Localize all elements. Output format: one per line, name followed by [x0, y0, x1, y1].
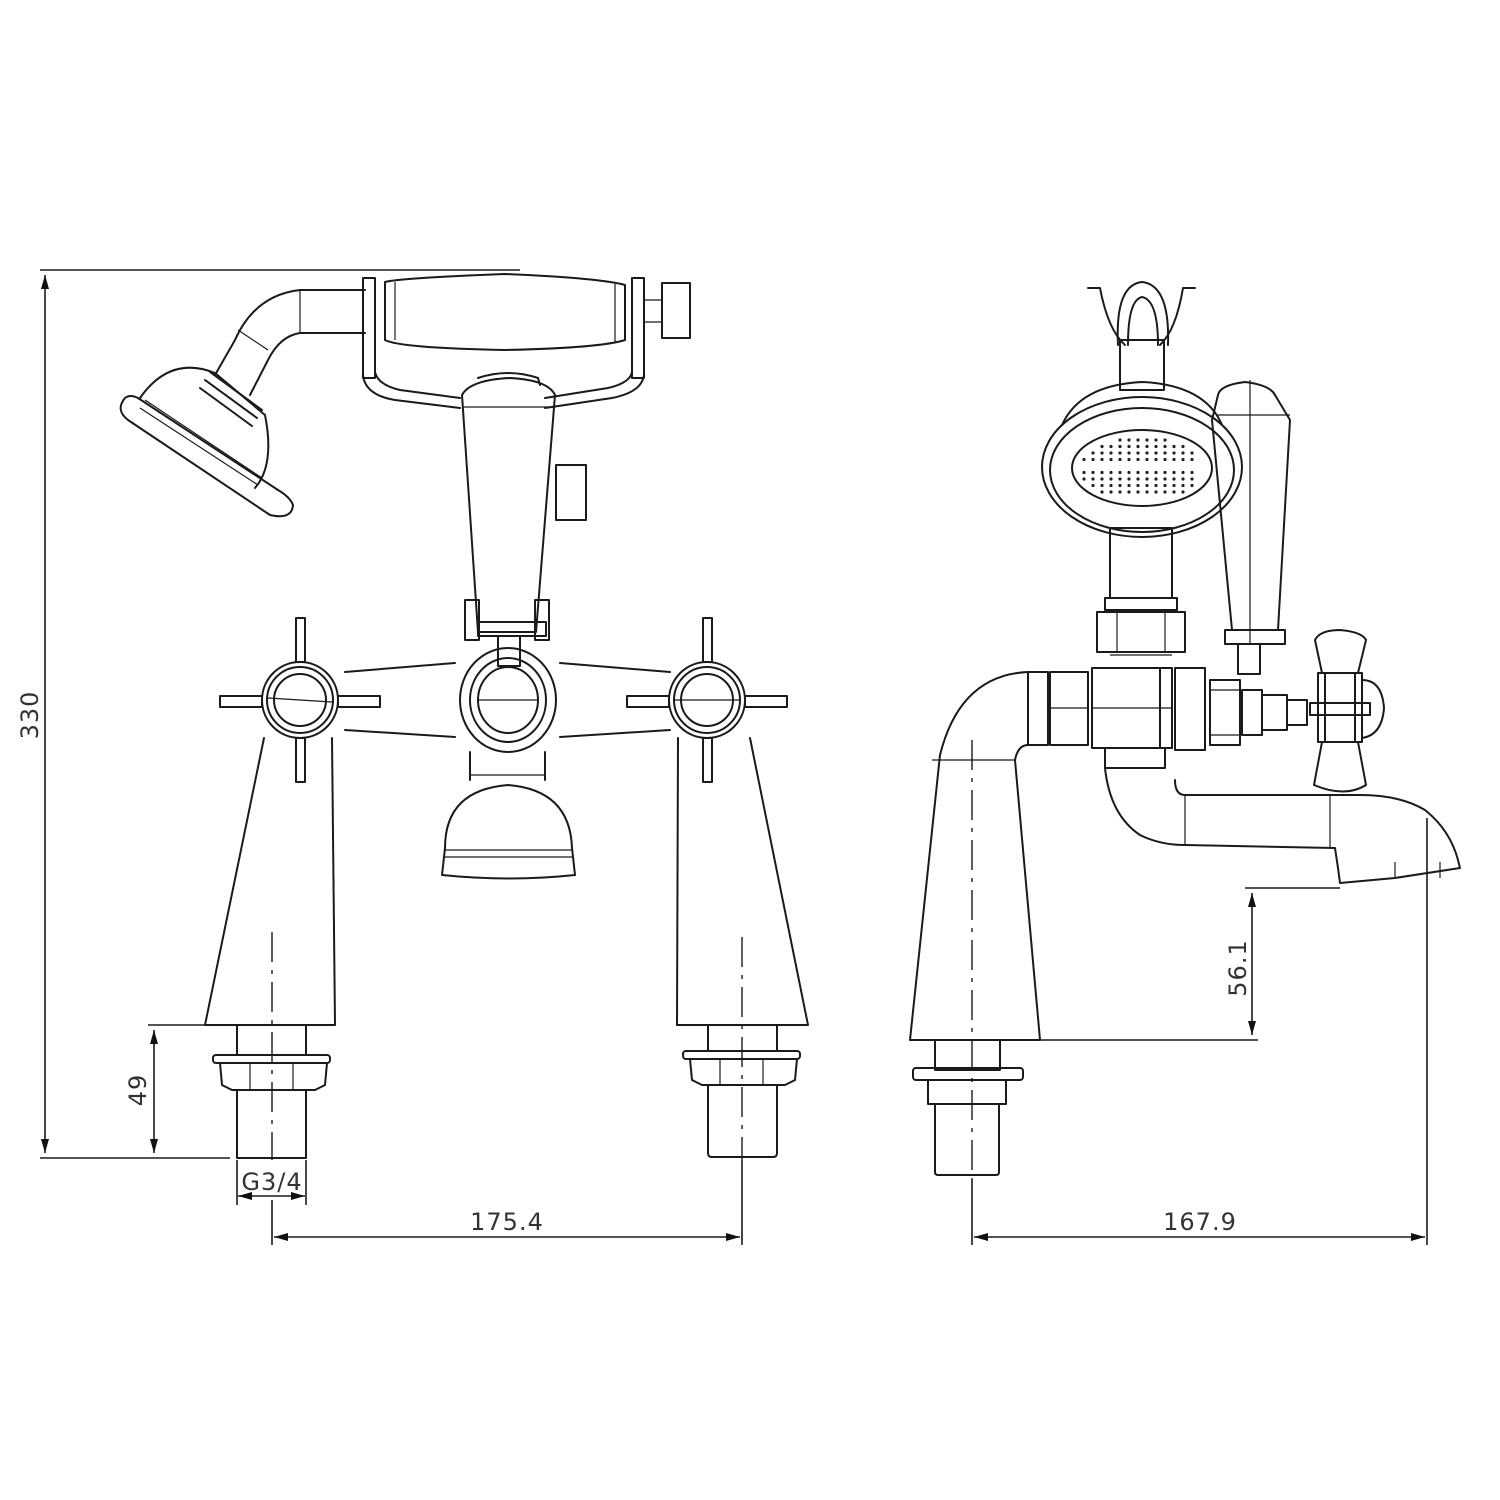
side-view: 56.1 167.9: [909, 281, 1461, 1245]
cross-handle-side: [1309, 629, 1385, 793]
mixer-body-side: [909, 654, 1308, 1180]
right-cross-handle: [626, 617, 788, 783]
shower-head-side: [1041, 381, 1243, 538]
dimension-label-spout-projection: 167.9: [1163, 1208, 1237, 1236]
dimension-inlet-centres: 175.4: [271, 1160, 743, 1245]
left-leg: [204, 737, 336, 1160]
spout: [1104, 767, 1461, 884]
dimension-spout-clearance: 56.1: [1040, 887, 1340, 1041]
dimension-label-thread-size: G3/4: [241, 1168, 302, 1196]
dimension-label-overall-height: 330: [16, 691, 44, 740]
dimension-tail-length: 49: [124, 1024, 210, 1153]
handset-holder: [362, 273, 691, 409]
dimension-label-tail-length: 49: [124, 1074, 152, 1107]
riser-and-nut: [1096, 527, 1186, 653]
diverter-lever-side: [1211, 380, 1291, 675]
shower-arm: [199, 289, 366, 427]
dimension-spout-projection: 167.9: [971, 818, 1428, 1245]
dimension-overall-height: 330: [16, 269, 520, 1159]
left-cross-handle: [219, 617, 381, 783]
diverter-lever: [461, 372, 587, 641]
shower-head-front: [119, 366, 294, 518]
mixer-body-front: [344, 635, 671, 880]
dimension-thread-size: G3/4: [236, 1160, 307, 1205]
right-leg: [676, 737, 809, 1160]
spray-holes: [1082, 438, 1194, 494]
side-base-tail: [912, 1039, 1024, 1176]
dimension-label-inlet-centres: 175.4: [470, 1208, 544, 1236]
dimension-label-spout-clearance: 56.1: [1224, 939, 1252, 996]
front-view: 330 49 G3/4 175.4: [16, 269, 809, 1245]
hook-holder: [1087, 281, 1196, 391]
